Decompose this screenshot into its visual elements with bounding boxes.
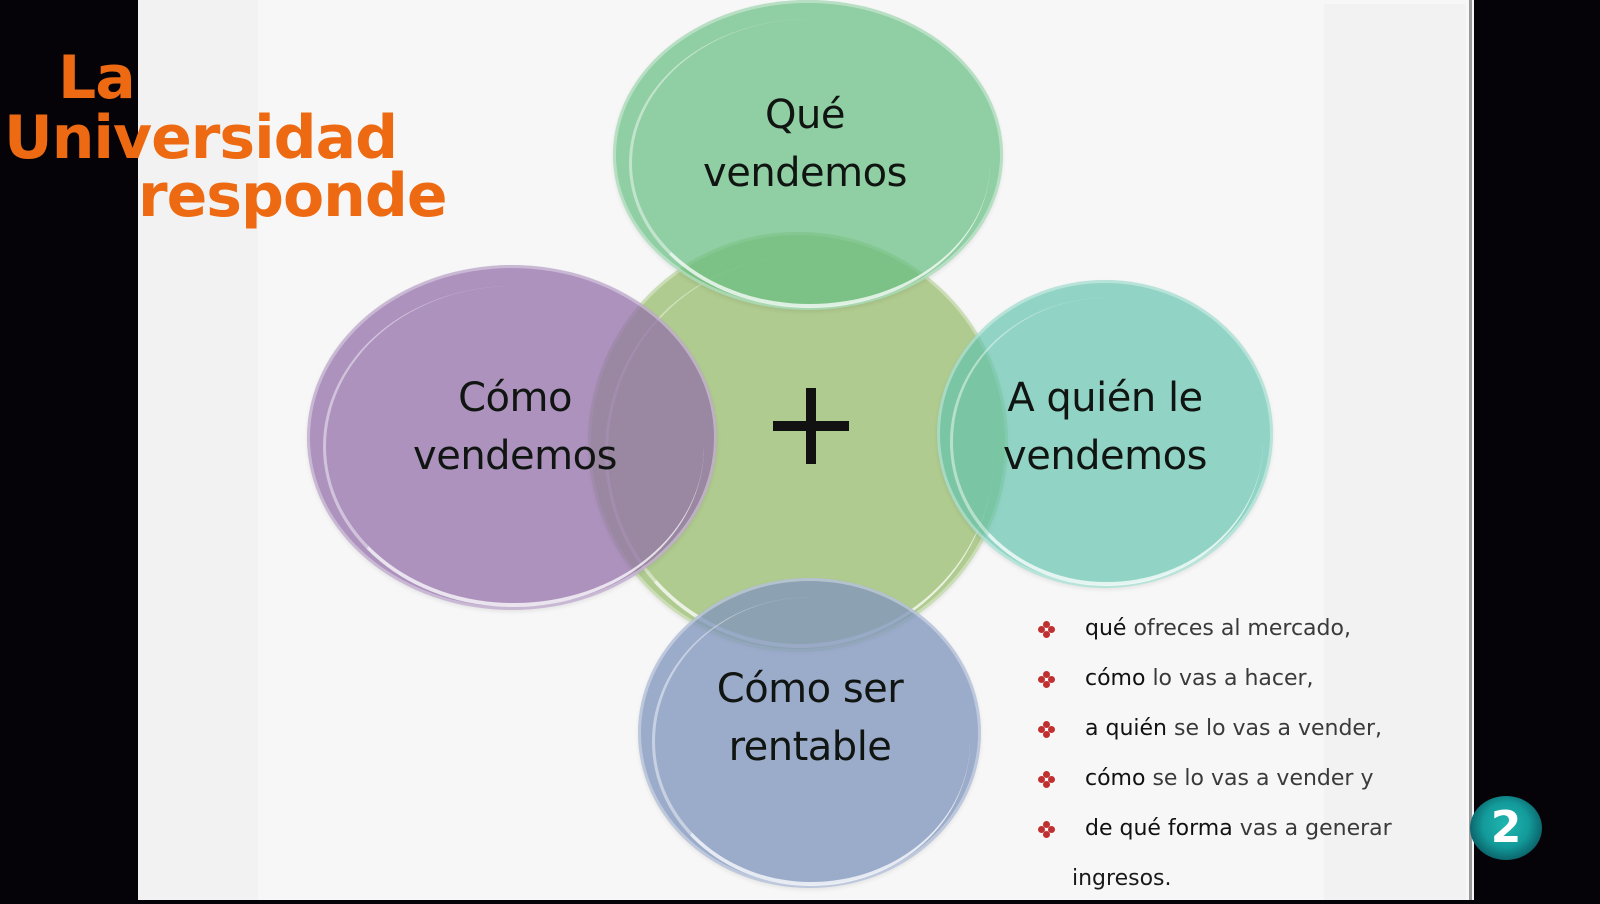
four-dot-diamond-icon (1038, 721, 1056, 739)
list-item: a quién se lo vas a vender, (1038, 704, 1418, 754)
bullet-text: ofreces al mercado, (1126, 616, 1351, 641)
slide-margin-right (1324, 4, 1466, 900)
bullet-text: lo vas a hacer, (1145, 666, 1314, 691)
logo-line-2: Universidad (4, 103, 398, 173)
bullet-strong: cómo (1085, 766, 1146, 791)
list-item: qué ofreces al mercado, (1038, 604, 1418, 654)
slide-edge (1469, 0, 1472, 900)
logo-line-1: La (58, 43, 136, 113)
label-line: Qué (765, 92, 845, 138)
plus-icon (773, 388, 849, 464)
list-item: cómo se lo vas a vender y (1038, 754, 1418, 804)
bullet-text: se lo vas a vender y (1145, 766, 1374, 791)
four-dot-diamond-icon (1038, 821, 1056, 839)
circle-a-quien-le-vendemos (937, 280, 1273, 588)
label-line: vendemos (413, 433, 617, 479)
four-dot-diamond-icon (1038, 671, 1056, 689)
label-line: vendemos (1003, 433, 1207, 479)
bullet-strong: cómo (1085, 666, 1146, 691)
bullet-strong: a quién (1085, 716, 1167, 741)
label-a-quien-le-vendemos: A quién le vendemos (940, 369, 1270, 485)
label-line: vendemos (703, 150, 907, 196)
list-item: de qué forma vas a generar (1038, 804, 1418, 854)
circle-como-ser-rentable (638, 578, 981, 888)
bullet-text: se lo vas a vender, (1166, 716, 1382, 741)
four-dot-diamond-icon (1038, 771, 1056, 789)
label-line: rentable (728, 724, 892, 770)
circle-que-vendemos (613, 0, 1003, 310)
four-dot-diamond-icon (1038, 621, 1056, 639)
list-item: cómo lo vas a hacer, (1038, 654, 1418, 704)
circle-como-vendemos (307, 265, 717, 610)
bullet-continuation: ingresos. (1072, 866, 1172, 891)
bullet-strong: de qué forma (1085, 816, 1233, 841)
label-como-vendemos: Cómo vendemos (350, 369, 680, 485)
channel-logo-badge: 2 (1470, 796, 1542, 860)
bullet-text: vas a generar (1232, 816, 1392, 841)
logo-line-3: responde (138, 161, 448, 231)
label-line: Cómo (458, 375, 572, 421)
label-line: Cómo ser (716, 666, 904, 712)
slide-margin-left (138, 0, 258, 900)
bullet-strong: qué (1085, 616, 1127, 641)
label-como-ser-rentable: Cómo ser rentable (645, 660, 975, 776)
label-line: A quién le (1007, 375, 1203, 421)
bullet-list: qué ofreces al mercado, cómo lo vas a ha… (1038, 604, 1418, 904)
label-que-vendemos: Qué vendemos (640, 86, 970, 202)
